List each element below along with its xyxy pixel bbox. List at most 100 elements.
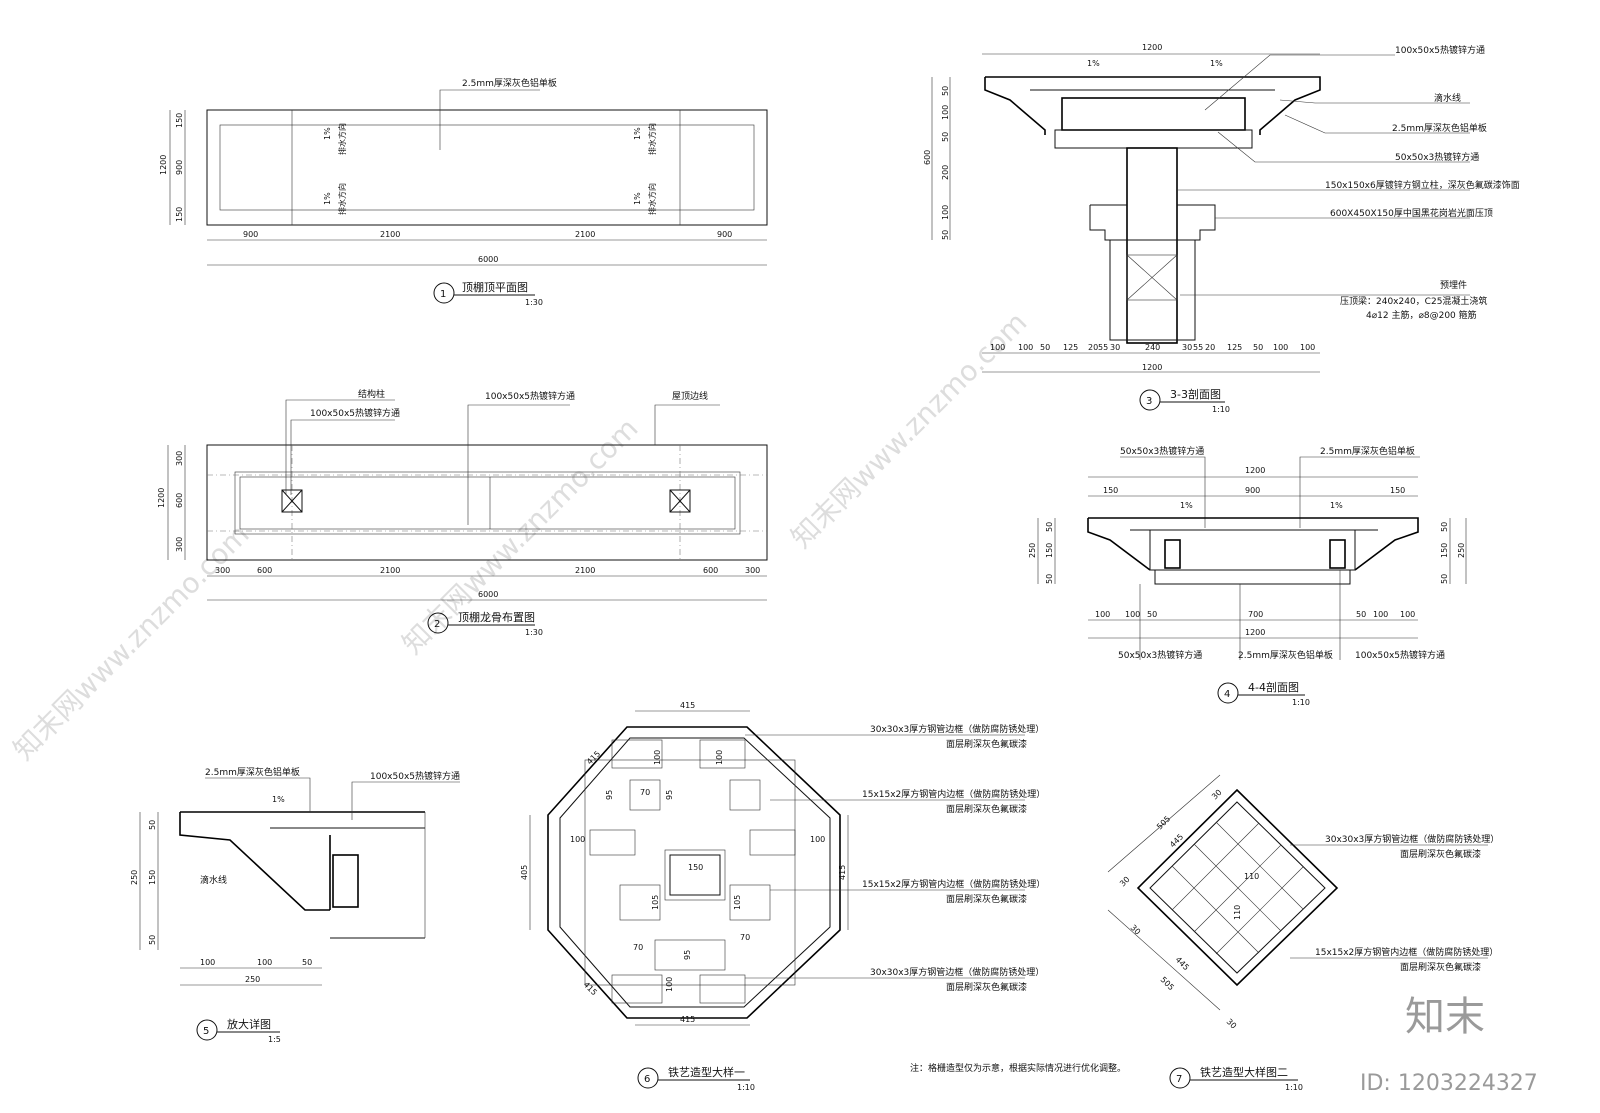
svg-text:900: 900 bbox=[717, 230, 732, 239]
svg-text:30: 30 bbox=[1182, 343, 1192, 352]
svg-text:70: 70 bbox=[740, 933, 750, 942]
v6-notes: 30x30x3厚方钢管边框（做防腐防锈处理） 面层刷深灰色氟碳漆 15x15x2… bbox=[862, 723, 1045, 993]
svg-text:1%: 1% bbox=[1087, 59, 1100, 68]
svg-text:1%: 1% bbox=[323, 192, 332, 205]
svg-text:415: 415 bbox=[680, 1015, 695, 1024]
svg-text:100: 100 bbox=[200, 958, 215, 967]
svg-text:415: 415 bbox=[585, 749, 602, 766]
svg-text:600: 600 bbox=[175, 493, 184, 508]
svg-text:1%: 1% bbox=[1210, 59, 1223, 68]
svg-text:240: 240 bbox=[1145, 343, 1160, 352]
svg-text:100x50x5热镀锌方通: 100x50x5热镀锌方通 bbox=[485, 390, 575, 402]
view-3-section: 1200 1% 1% 50 100 50 200 100 50 600 100 … bbox=[923, 43, 1520, 414]
image-id: ID: 1203224327 bbox=[1360, 1071, 1538, 1096]
svg-text:100: 100 bbox=[257, 958, 272, 967]
svg-text:15x15x2厚方钢管内边框（做防腐防锈处理）: 15x15x2厚方钢管内边框（做防腐防锈处理） bbox=[1315, 946, 1498, 958]
svg-text:100: 100 bbox=[715, 750, 724, 765]
svg-text:2.5mm厚深灰色铝单板: 2.5mm厚深灰色铝单板 bbox=[205, 766, 300, 778]
svg-text:445: 445 bbox=[1168, 832, 1185, 849]
svg-text:面层刷深灰色氟碳漆: 面层刷深灰色氟碳漆 bbox=[1400, 848, 1481, 860]
watermark-layer: 知末网www.znzmo.com 知末网www.znzmo.com 知末网www… bbox=[7, 306, 1034, 767]
svg-text:300: 300 bbox=[175, 537, 184, 552]
svg-text:2100: 2100 bbox=[575, 566, 595, 575]
svg-text:15x15x2厚方钢管内边框（做防腐防锈处理）: 15x15x2厚方钢管内边框（做防腐防锈处理） bbox=[862, 788, 1045, 800]
svg-text:面层刷深灰色氟碳漆: 面层刷深灰色氟碳漆 bbox=[946, 893, 1027, 905]
svg-text:100: 100 bbox=[1400, 610, 1415, 619]
svg-text:100: 100 bbox=[810, 835, 825, 844]
svg-text:6000: 6000 bbox=[478, 590, 498, 599]
view-5-title: 放大详图 bbox=[227, 1017, 271, 1031]
svg-text:100x50x5热镀锌方通: 100x50x5热镀锌方通 bbox=[1355, 649, 1445, 661]
view-5-enlarged-detail: 2.5mm厚深灰色铝单板 100x50x5热镀锌方通 滴水线 1% 50 150… bbox=[130, 766, 460, 1044]
view-7-title: 铁艺造型大样图二 bbox=[1200, 1065, 1288, 1079]
svg-text:2100: 2100 bbox=[380, 566, 400, 575]
svg-text:1:30: 1:30 bbox=[525, 298, 543, 307]
svg-text:95: 95 bbox=[605, 790, 614, 800]
svg-text:1%: 1% bbox=[1180, 501, 1193, 510]
svg-text:300: 300 bbox=[175, 451, 184, 466]
svg-text:300: 300 bbox=[745, 566, 760, 575]
svg-text:50: 50 bbox=[941, 86, 950, 96]
svg-text:50: 50 bbox=[1045, 522, 1054, 532]
view-2-keel-layout: 结构柱 100x50x5热镀锌方通 100x50x5热镀锌方通 屋顶边线 300… bbox=[157, 388, 768, 637]
svg-text:150x150x6厚镀锌方钢立柱，深灰色氟碳漆饰面: 150x150x6厚镀锌方钢立柱，深灰色氟碳漆饰面 bbox=[1325, 179, 1520, 191]
svg-text:100: 100 bbox=[941, 205, 950, 220]
svg-text:50x50x3热镀锌方通: 50x50x3热镀锌方通 bbox=[1118, 649, 1202, 661]
svg-text:445: 445 bbox=[1174, 955, 1191, 972]
svg-text:900: 900 bbox=[1245, 486, 1260, 495]
svg-text:150: 150 bbox=[175, 207, 184, 222]
svg-text:110: 110 bbox=[1244, 872, 1259, 881]
svg-text:4: 4 bbox=[1224, 689, 1230, 700]
svg-text:30: 30 bbox=[1210, 788, 1224, 802]
svg-text:100: 100 bbox=[570, 835, 585, 844]
svg-text:2100: 2100 bbox=[575, 230, 595, 239]
view-2-title: 顶棚龙骨布置图 bbox=[458, 610, 535, 624]
svg-text:70: 70 bbox=[633, 943, 643, 952]
svg-text:面层刷深灰色氟碳漆: 面层刷深灰色氟碳漆 bbox=[1400, 961, 1481, 973]
svg-text:30x30x3厚方钢管边框（做防腐防锈处理）: 30x30x3厚方钢管边框（做防腐防锈处理） bbox=[1325, 833, 1499, 845]
svg-text:100x50x5热镀锌方通: 100x50x5热镀锌方通 bbox=[370, 770, 460, 782]
svg-text:200: 200 bbox=[941, 165, 950, 180]
svg-text:50: 50 bbox=[1040, 343, 1050, 352]
svg-text:50: 50 bbox=[1045, 574, 1054, 584]
svg-text:面层刷深灰色氟碳漆: 面层刷深灰色氟碳漆 bbox=[946, 738, 1027, 750]
svg-text:105: 105 bbox=[733, 895, 742, 910]
svg-text:100x50x5热镀锌方通: 100x50x5热镀锌方通 bbox=[1395, 44, 1485, 56]
svg-text:70: 70 bbox=[640, 788, 650, 797]
svg-text:150: 150 bbox=[148, 870, 157, 885]
svg-text:150: 150 bbox=[175, 113, 184, 128]
svg-text:50: 50 bbox=[1147, 610, 1157, 619]
svg-text:50x50x3热镀锌方通: 50x50x3热镀锌方通 bbox=[1120, 445, 1204, 457]
view-7-iron-pattern: 505 445 30 30 30 30 445 505 110 110 30x3… bbox=[1107, 774, 1499, 1092]
svg-text:50: 50 bbox=[1253, 343, 1263, 352]
svg-text:95: 95 bbox=[665, 790, 674, 800]
svg-text:压顶梁：240x240，C25混凝土浇筑: 压顶梁：240x240，C25混凝土浇筑 bbox=[1340, 295, 1487, 307]
svg-text:150: 150 bbox=[1103, 486, 1118, 495]
svg-text:50: 50 bbox=[941, 230, 950, 240]
svg-text:排水方向: 排水方向 bbox=[647, 123, 657, 155]
svg-text:150: 150 bbox=[1440, 543, 1449, 558]
svg-text:100: 100 bbox=[941, 105, 950, 120]
svg-text:50: 50 bbox=[1356, 610, 1366, 619]
view-6-iron-pattern: 415 415 405 415 415 415 100 100 95 70 95… bbox=[520, 701, 1045, 1092]
svg-text:1:10: 1:10 bbox=[1292, 698, 1310, 707]
view-6-title: 铁艺造型大样一 bbox=[668, 1065, 745, 1079]
svg-text:4⌀12 主筋，⌀8@200 箍筋: 4⌀12 主筋，⌀8@200 箍筋 bbox=[1366, 309, 1477, 321]
watermark-text: 知末网www.znzmo.com bbox=[7, 518, 256, 767]
svg-text:95: 95 bbox=[683, 950, 692, 960]
svg-text:1%: 1% bbox=[633, 127, 642, 140]
svg-text:100x50x5热镀锌方通: 100x50x5热镀锌方通 bbox=[310, 407, 400, 419]
svg-text:1:30: 1:30 bbox=[525, 628, 543, 637]
svg-text:50x50x3热镀锌方通: 50x50x3热镀锌方通 bbox=[1395, 151, 1479, 163]
view-4-section: 50x50x3热镀锌方通 2.5mm厚深灰色铝单板 1200 150 900 1… bbox=[1028, 445, 1467, 707]
svg-text:滴水线: 滴水线 bbox=[200, 874, 227, 886]
svg-text:505: 505 bbox=[1159, 975, 1176, 992]
svg-text:1:10: 1:10 bbox=[1212, 405, 1230, 414]
svg-text:5: 5 bbox=[203, 1026, 209, 1037]
svg-text:2.5mm厚深灰色铝单板: 2.5mm厚深灰色铝单板 bbox=[1320, 445, 1415, 457]
svg-text:50: 50 bbox=[1440, 574, 1449, 584]
svg-text:1200: 1200 bbox=[1142, 43, 1162, 52]
svg-text:900: 900 bbox=[175, 160, 184, 175]
svg-text:30: 30 bbox=[1118, 875, 1132, 889]
